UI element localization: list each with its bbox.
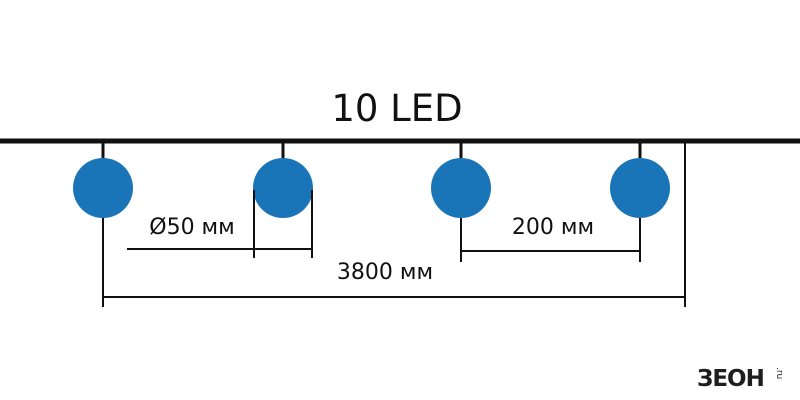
diagram-title: 10 LED: [331, 87, 462, 130]
zeon-logo: ЗЕОН .ru: [697, 366, 784, 392]
led-bulb: [610, 158, 670, 218]
led-bulb: [253, 158, 313, 218]
logo-domain: .ru: [774, 367, 784, 379]
spacing-label: 200 мм: [512, 215, 594, 240]
total-length-label: 3800 мм: [337, 260, 433, 285]
logo-wordmark: ЗЕОН: [697, 366, 764, 392]
led-bulb: [431, 158, 491, 218]
led-bulb: [73, 158, 133, 218]
bulb-diameter-label: Ø50 мм: [149, 215, 235, 240]
